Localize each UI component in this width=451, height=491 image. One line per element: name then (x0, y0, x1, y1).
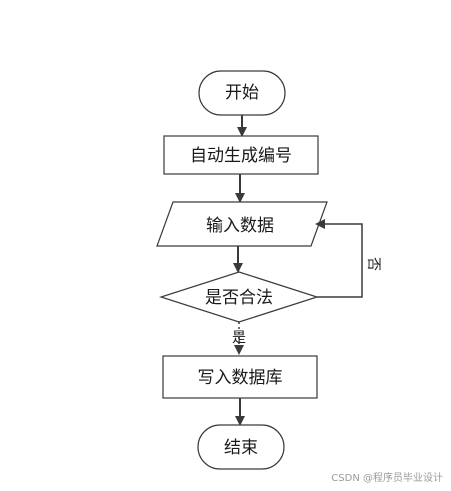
input-data-node-label: 输入数据 (206, 216, 274, 236)
edge-invalid-loop-to-input (315, 219, 363, 298)
start-node-label: 开始 (225, 83, 259, 103)
input-data-node: 输入数据 (156, 201, 328, 247)
generate-id-process-shape (163, 135, 319, 175)
no-branch-label: 否 (365, 257, 381, 271)
generate-id-node-label: 自动生成编号 (190, 146, 292, 166)
end-terminator-shape (197, 424, 285, 470)
end-node: 结束 (197, 424, 285, 470)
write-db-node: 写入数据库 (162, 355, 318, 399)
write-db-process-shape (162, 355, 318, 399)
watermark-text: CSDN @程序员毕业设计 (331, 473, 443, 484)
validation-node: 是否合法 (159, 271, 319, 323)
write-db-node-label: 写入数据库 (198, 368, 283, 388)
generate-id-node: 自动生成编号 (163, 135, 319, 175)
validation-node-label: 是否合法 (205, 288, 273, 308)
start-node: 开始 (198, 70, 286, 116)
input-data-parallelogram-shape (156, 201, 328, 247)
end-node-label: 结束 (224, 438, 258, 458)
yes-branch-label: 是 (232, 330, 246, 346)
